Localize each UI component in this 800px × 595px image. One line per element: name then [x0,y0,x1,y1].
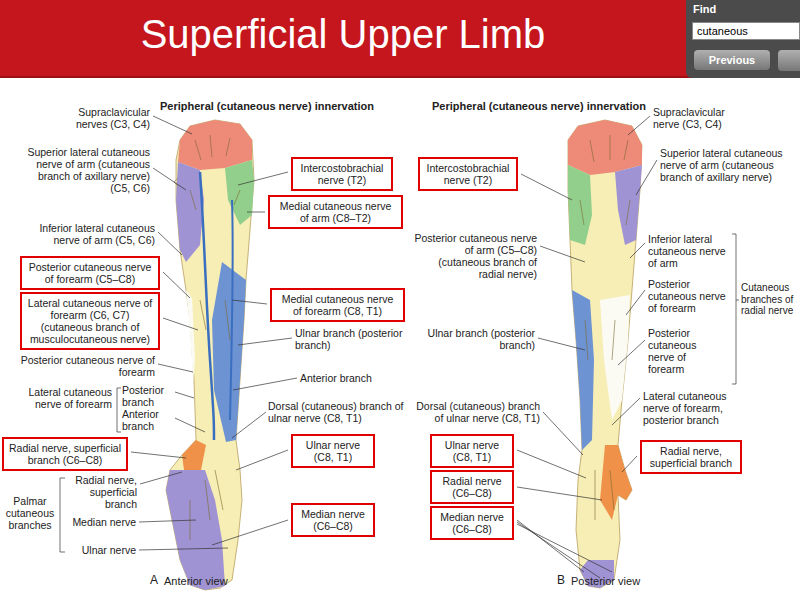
nerve-label: Median nerve [64,516,136,528]
nerve-label: Lateral cutaneous nerve of forearm [20,386,112,410]
node-text: Posterior cutaneous nerve of forearm (C5… [26,261,154,285]
nerve-box: Medial cutaneous nerve of forearm (C8, T… [270,288,405,322]
nerve-label: Radial nerve, superficial branch [62,474,137,510]
title-banner [0,0,800,78]
nerve-label: Posterior branch [122,384,172,408]
node-text: Median nerve (C6–C8) [297,508,369,532]
next-button-edge [778,50,800,71]
node-text: Intercostobrachial nerve (T2) [297,162,387,186]
find-panel: Find cutaneousPrevious [686,0,800,78]
nerve-box: Radial nerve (C6–C8) [430,470,514,504]
nerve-label: Dorsal (cutaneous) branch of ulnar nerve… [268,400,408,424]
nerve-label: Supraclavicular nerve (C3, C4) [653,106,753,130]
nerve-label: Palmar cutaneous branches [4,495,56,531]
node-text: Intercostobrachial nerve (T2) [424,162,512,186]
nerve-label: Inferior lateral cutaneous nerve of arm [648,233,728,269]
anterior-arm [166,120,254,590]
nerve-label: Posterior cutaneous nerve of arm (C5–C8)… [412,232,537,280]
nerve-box: Ulnar nerve (C8, T1) [291,434,375,468]
node-text: Ulnar nerve (C8, T1) [436,439,508,463]
nerve-label: Posterior cutaneous nerve of forearm [20,354,155,378]
nerve-label: Anterior view [164,575,264,588]
node-text: Previous [694,54,770,66]
nerve-box: Ulnar nerve (C8, T1) [430,434,514,468]
node-text: Radial nerve, superficial branch [646,445,736,469]
nerve-label: Lateral cutaneous nerve of forearm, post… [643,390,743,426]
node-text: Radial nerve, superficial branch (C6–C8) [8,442,122,466]
nerve-label: Ulnar branch (posterior branch) [420,327,535,351]
nerve-label: B [557,574,571,588]
nerve-label: Posterior cutaneous nerve of forearm [648,278,733,314]
slide-title: Superficial Upper Limb [0,12,686,57]
node-text: Median nerve (C6–C8) [436,511,508,535]
nerve-box: Intercostobrachial nerve (T2) [418,157,518,191]
nerve-box: Posterior cutaneous nerve of forearm (C5… [20,256,160,290]
previous-button: Previous [694,50,770,70]
nerve-box: Intercostobrachial nerve (T2) [291,157,393,191]
nerve-box: Medial cutaneous nerve of arm (C8–T2) [268,195,403,229]
search-field: cutaneous [692,22,800,40]
node-text: Medial cutaneous nerve of arm (C8–T2) [274,200,397,224]
node-text: Lateral cutaneous nerve of forearm (C6, … [26,297,154,345]
nerve-label: Anterior branch [300,372,400,384]
nerve-box: Radial nerve, superficial branch [640,440,742,474]
banner-edge [0,76,800,78]
nerve-box: Lateral cutaneous nerve of forearm (C6, … [20,292,160,350]
nerve-label: Inferior lateral cutaneous nerve of arm … [20,222,155,246]
nerve-label: Superior lateral cutaneous nerve of arm … [660,147,792,183]
node-text: Medial cutaneous nerve of forearm (C8, T… [276,293,399,317]
nerve-label: Superior lateral cutaneous nerve of arm … [18,146,150,194]
node-text: Ulnar nerve (C8, T1) [297,439,369,463]
panel-heading: Peripheral (cutaneous nerve) innervation [432,100,662,113]
posterior-arm [568,120,642,588]
node-text: Radial nerve (C6–C8) [436,475,508,499]
nerve-label: Ulnar branch (posterior branch) [295,327,405,351]
nerve-box: Radial nerve, superficial branch (C6–C8) [2,437,128,471]
nerve-label: Anterior branch [122,408,172,432]
node-text: cutaneous [697,25,795,37]
nerve-label: Posterior view [571,575,671,588]
nerve-box: Median nerve (C6–C8) [430,506,514,540]
leader-lines [60,116,739,578]
nerve-label: Posterior cutaneous nerve of forearm [648,327,710,375]
nerve-label: Cutaneous branches of radial nerve [741,282,797,317]
panel-heading: Peripheral (cutaneous nerve) innervation [160,100,390,113]
nerve-label: A [150,574,164,588]
node-text: Find [686,0,800,18]
nerve-box: Median nerve (C6–C8) [291,503,375,537]
nerve-label: Ulnar nerve [64,544,136,556]
nerve-label: Supraclavicular nerves (C3, C4) [50,106,150,130]
nerve-label: Dorsal (cutaneous) branch of ulnar nerve… [415,400,540,424]
